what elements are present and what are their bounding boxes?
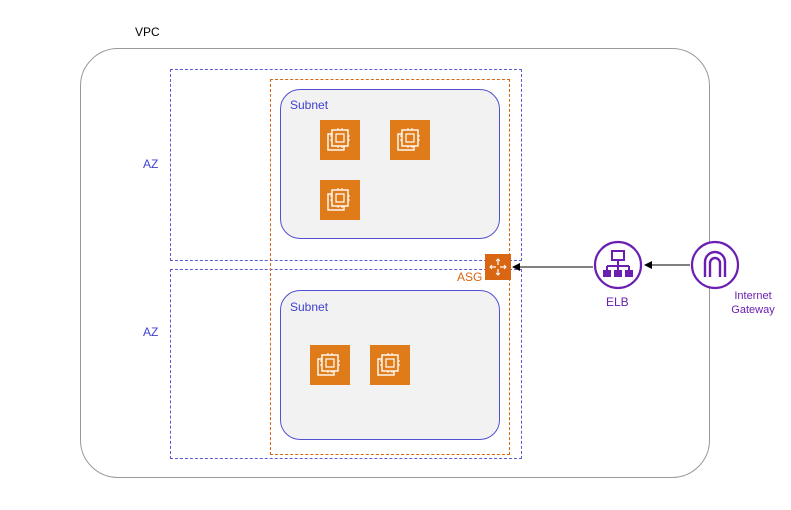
internet-gateway-icon[interactable]	[690, 240, 740, 290]
ec2-instance-icon[interactable]	[320, 120, 360, 160]
internet-gateway-label-line1: Internet	[734, 290, 772, 302]
az-2-label: AZ	[143, 325, 159, 339]
internet-gateway-label: Internet Gateway	[718, 289, 788, 317]
subnet-1-label: Subnet	[290, 98, 329, 112]
az-1-label: AZ	[143, 157, 159, 171]
elb-label: ELB	[606, 295, 629, 309]
internet-gateway-label-line2: Gateway	[731, 304, 775, 316]
ec2-instance-icon[interactable]	[370, 345, 410, 385]
subnet-1	[280, 89, 500, 239]
auto-scaling-icon[interactable]	[485, 254, 511, 280]
availability-zone-1	[170, 69, 522, 261]
ec2-instance-icon[interactable]	[390, 120, 430, 160]
subnet-2-label: Subnet	[290, 300, 329, 314]
ec2-instance-icon[interactable]	[310, 345, 350, 385]
elb-icon[interactable]	[593, 240, 643, 290]
ec2-instance-icon[interactable]	[320, 180, 360, 220]
asg-label: ASG	[457, 270, 483, 284]
availability-zone-2	[170, 269, 522, 459]
vpc-label: VPC	[135, 25, 160, 39]
